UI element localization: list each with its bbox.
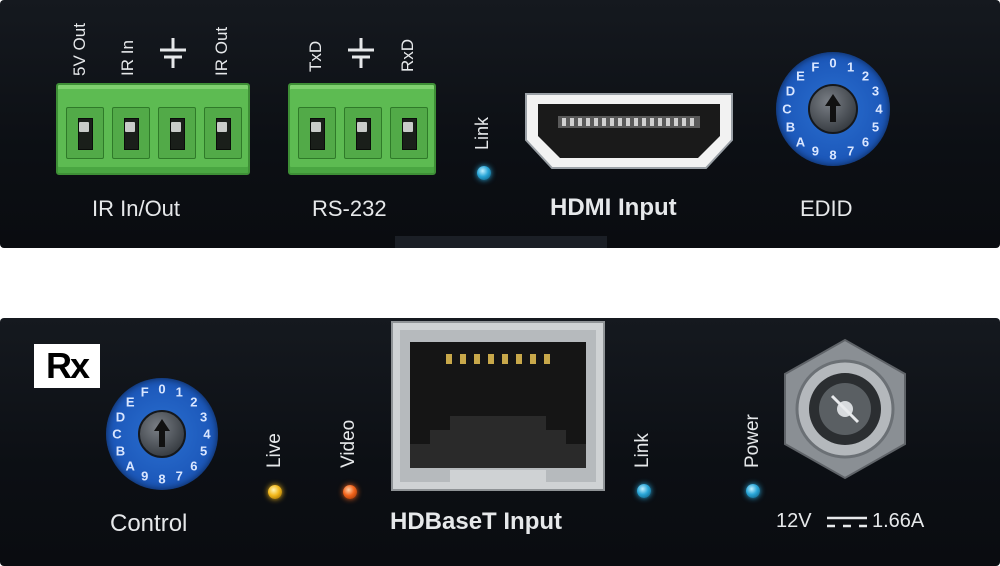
control-dial-char: 0 [158, 381, 166, 397]
hdbaset-input-label: HDBaseT Input [390, 508, 563, 535]
transmitter-panel: 5V Out IR In IR Out IR In/Out TxD RxD RS… [0, 0, 1000, 248]
hdbaset-rj45-port[interactable] [390, 320, 606, 492]
power-rating-amps: 1.66A [872, 510, 925, 532]
rs232-terminal-slot [344, 107, 382, 159]
control-dial-char: 5 [199, 443, 208, 459]
edid-label: EDID [800, 196, 853, 221]
live-led [268, 485, 282, 499]
control-dial-char: F [140, 384, 149, 400]
control-dial-char: 6 [190, 458, 198, 474]
arrow-up-icon [825, 94, 841, 122]
control-dial-char: C [112, 426, 122, 442]
rs232-terminal-slot [298, 107, 336, 159]
edid-dial-char: B [785, 119, 796, 135]
control-dial-char: 3 [199, 409, 208, 425]
ground-icon [158, 36, 188, 78]
ir-in-out-label: IR In/Out [92, 196, 181, 221]
edid-dial-char: 7 [846, 143, 855, 159]
ir-terminal-slot [66, 107, 104, 159]
power-led [746, 484, 760, 498]
edid-dial-char: 4 [875, 101, 883, 117]
control-dial-char: A [125, 458, 135, 474]
pin-label-txd: TxD [306, 40, 325, 72]
control-dial-char: B [115, 443, 126, 459]
rs232-label: RS-232 [312, 196, 387, 221]
hdmi-input-label: HDMI Input [550, 194, 677, 221]
edid-dial-char: D [785, 83, 796, 99]
control-dial-char: 4 [203, 426, 211, 442]
edid-dial-knob [808, 84, 858, 134]
control-dial-char: 1 [175, 384, 183, 400]
control-label: Control [110, 510, 188, 537]
power-rating-volts: 12V [776, 510, 812, 532]
dc-power-jack[interactable] [772, 336, 918, 482]
edid-dial-char: 5 [871, 119, 880, 135]
edid-dial-char: 6 [861, 134, 870, 150]
edid-dial-char: C [782, 101, 792, 117]
link-led [477, 166, 491, 180]
edid-dial-char: 1 [846, 59, 855, 74]
pin-label-ir-out: IR Out [212, 26, 231, 76]
ground-icon [346, 36, 376, 75]
pin-label-rxd: RxD [398, 38, 417, 72]
power-led-label: Power [742, 414, 763, 468]
ir-terminal-slot [158, 107, 196, 159]
edid-dial-char: 0 [829, 55, 837, 71]
control-dial-knob [138, 410, 186, 458]
pin-label-5v-out: 5V Out [70, 23, 89, 76]
link-led-label: Link [632, 433, 653, 468]
edid-dial-char: 9 [811, 143, 820, 159]
control-dial-char: E [125, 394, 135, 410]
control-dial-char: 7 [175, 468, 183, 484]
ir-terminal-slot [204, 107, 242, 159]
video-led [343, 485, 357, 499]
edid-dial-char: 2 [861, 68, 870, 84]
control-dial-char: 2 [190, 394, 198, 410]
control-dial-char: 8 [158, 471, 166, 487]
dc-symbol-icon [826, 514, 868, 535]
edid-dial-char: E [796, 68, 805, 84]
hdmi-port[interactable] [522, 90, 736, 172]
control-dial-char: D [115, 409, 126, 425]
ir-terminal-block[interactable] [56, 83, 250, 175]
rx-logo: Rx [34, 344, 100, 388]
link-led-label: Link [472, 116, 492, 150]
link-led [637, 484, 651, 498]
control-dial-char: 9 [141, 468, 149, 484]
live-led-label: Live [264, 433, 285, 468]
video-led-label: Video [338, 419, 359, 468]
ir-terminal-slot [112, 107, 150, 159]
panel-tab [395, 236, 607, 248]
edid-dial-char: 8 [829, 147, 837, 163]
edid-dial-char: 3 [871, 83, 880, 99]
edid-dial-char: F [811, 59, 820, 74]
rs232-terminal-slot [390, 107, 428, 159]
pin-label-ir-in: IR In [118, 40, 137, 76]
arrow-up-icon [154, 419, 170, 447]
rs232-terminal-block[interactable] [288, 83, 436, 175]
edid-dial-char: A [795, 134, 806, 150]
